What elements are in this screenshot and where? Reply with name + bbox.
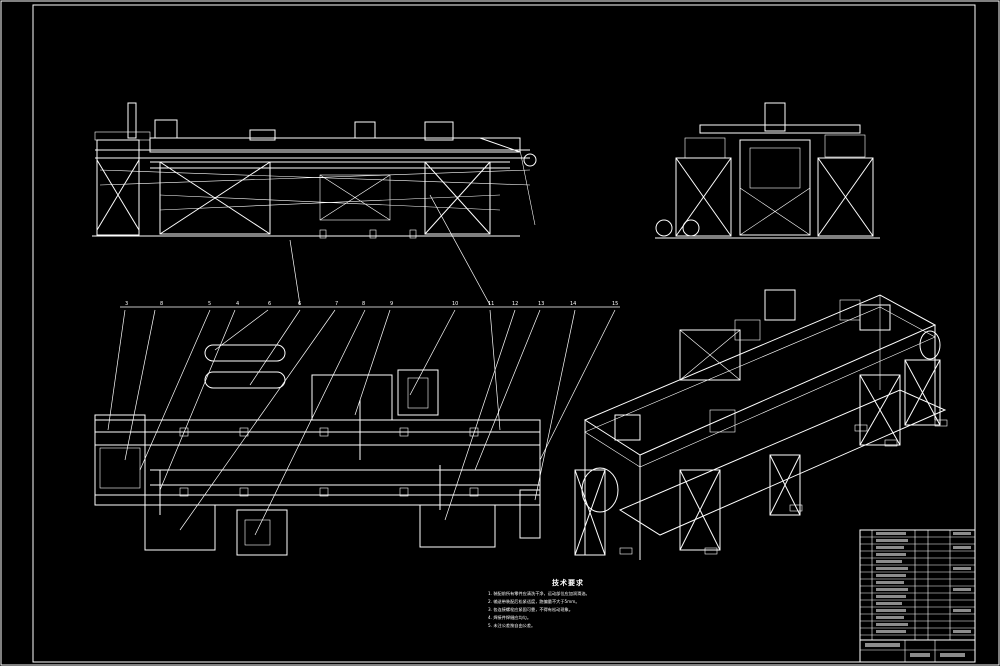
balloon: 6 [268, 301, 271, 307]
balloon: 8 [362, 301, 365, 307]
technical-requirements-title: 技术要求 [552, 579, 584, 587]
balloon: 7 [335, 301, 338, 307]
note-line: 2. 输送带装配后松紧适度，跑偏量不大于5mm。 [488, 599, 580, 604]
balloon: 13 [538, 301, 544, 307]
side-elevation-view [655, 102, 880, 239]
balloon: 14 [570, 301, 576, 307]
note-line: 3. 各连接螺栓应紧固可靠，不得有松动现象。 [488, 607, 573, 612]
front-elevation-view [92, 102, 537, 239]
balloon: 4 [236, 301, 239, 307]
balloon: 9 [390, 301, 393, 307]
balloon: 11 [488, 301, 494, 307]
drawing-border [32, 4, 976, 663]
plan-view [94, 344, 541, 556]
balloon: 6 [298, 301, 301, 307]
balloon: 3 [125, 301, 128, 307]
balloon: 12 [512, 301, 518, 307]
parts-list-title-block [859, 529, 976, 663]
technical-requirements: 技术要求 1. 装配前所有零件应清洗干净，运动部位应加润滑油。 2. 输送带装配… [488, 578, 688, 630]
note-line: 5. 未注公差按自由公差。 [488, 623, 536, 628]
balloon: 5 [208, 301, 211, 307]
balloon: 10 [452, 301, 458, 307]
part-leaders [107, 194, 620, 536]
balloon-labels: 3 8 5 4 6 6 7 8 9 10 11 12 13 14 15 [125, 301, 618, 307]
note-line: 1. 装配前所有零件应清洗干净，运动部位应加润滑油。 [488, 591, 590, 596]
isometric-view [574, 289, 948, 560]
balloon: 15 [612, 301, 618, 307]
balloon: 8 [160, 301, 163, 307]
note-line: 4. 焊接件焊缝应均匀。 [488, 615, 532, 620]
